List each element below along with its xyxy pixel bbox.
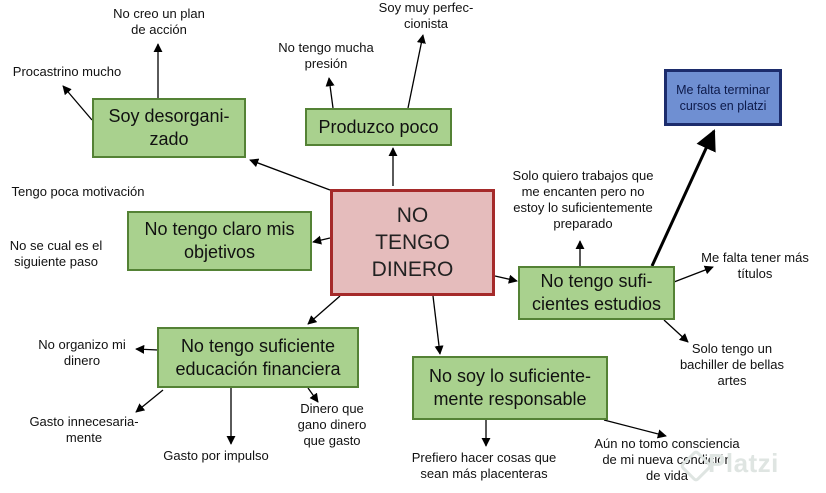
arrow-center-desorganizado <box>249 158 331 191</box>
node-estudios: No tengo sufi- cientes estudios <box>518 266 675 320</box>
label-dinero-gasto: Dinero que gano dinero que gasto <box>297 401 367 448</box>
label-titulos: Me falta tener más títulos <box>701 250 809 281</box>
node-produzco: Produzco poco <box>305 108 452 146</box>
node-desorganizado: Soy desorgani- zado <box>92 98 246 158</box>
node-objetivos: No tengo claro mis objetivos <box>127 211 312 271</box>
label-siguiente: No se cual es el siguiente paso <box>9 238 103 269</box>
arrow-educacion-organizo <box>135 344 159 354</box>
label-motivacion: Tengo poca motivación <box>11 184 145 199</box>
platzi-watermark: Platzi <box>708 448 779 478</box>
label-bachiller: Solo tengo un bachiller de bellas artes <box>679 341 785 388</box>
arrow-produzco-perfeccionista <box>407 34 426 109</box>
arrow-center-objetivos <box>312 235 331 245</box>
label-procastrino: Procastrino mucho <box>12 64 122 79</box>
node-educacion: No tengo suficiente educación financiera <box>157 327 359 388</box>
label-plan: No creo un plan de acción <box>113 6 205 37</box>
arrow-educacion-dinero <box>307 387 319 403</box>
node-responsable: No soy lo suficiente- mente responsable <box>412 356 608 420</box>
arrow-desorg-procastrino <box>62 85 93 121</box>
label-innecesario: Gasto innecesaria- mente <box>29 414 139 445</box>
node-cursos: Me falta terminar cursos en platzi <box>664 69 782 126</box>
arrow-produzco-presion <box>325 77 335 109</box>
arrow-educacion-innecesario <box>135 389 164 413</box>
arrow-center-estudios <box>494 274 518 284</box>
label-placenteras: Prefiero hacer cosas que sean más placen… <box>411 450 557 481</box>
label-presion: No tengo mucha presión <box>278 40 374 71</box>
label-impulso: Gasto por impulso <box>163 448 269 463</box>
label-organizo: No organizo mi dinero <box>38 337 126 368</box>
label-perfeccionista: Soy muy perfec- cionista <box>378 0 474 31</box>
arrow-center-educacion <box>307 295 341 325</box>
arrow-estudios-titulos <box>673 265 714 283</box>
arrow-center-responsable <box>432 295 444 355</box>
center-node: NO TENGO DINERO <box>330 189 495 296</box>
label-consciencia: Aún no tomo consciencia de mi nueva cond… <box>594 436 740 483</box>
arrow-estudios-cursos <box>650 129 716 267</box>
arrow-responsable-consciencia <box>603 419 667 439</box>
arrow-estudios-bachiller <box>663 319 689 343</box>
label-trabajos: Solo quiero trabajos que me encanten per… <box>512 168 654 231</box>
